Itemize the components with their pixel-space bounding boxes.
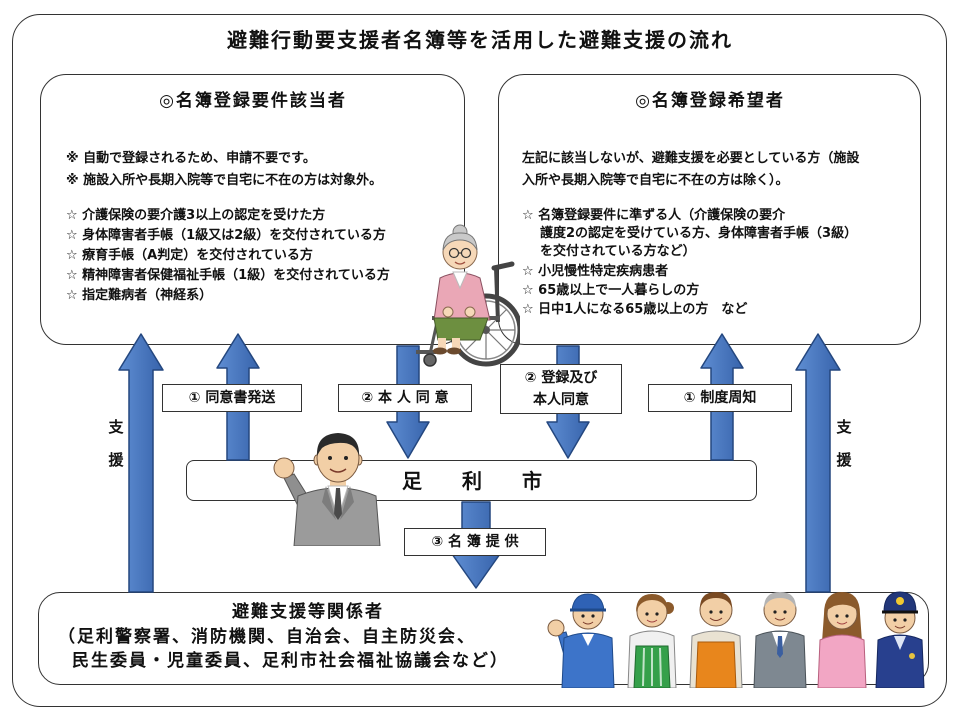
- left-note: ※ 自動で登録されるため、申請不要です。: [66, 151, 316, 166]
- worker-blue-uniform: [547, 593, 615, 688]
- system-notice-label: ① 制度周知: [648, 384, 792, 412]
- staff-green-apron: [627, 594, 677, 688]
- left-note: ※ 施設入所や長期入院等で自宅に不在の方は対象外。: [66, 173, 383, 188]
- support-label-left-char: 援: [108, 451, 124, 469]
- elderly-woman: [433, 224, 491, 355]
- left-criteria-item: ☆ 身体障害者手帳（1級又は2級）を交付されている方: [66, 228, 386, 243]
- consent-form-sent-label: ① 同意書発送: [162, 384, 302, 412]
- supporters-title: 避難支援等関係者: [232, 602, 384, 622]
- tie: [334, 488, 342, 520]
- voluntary-registrants-title: ◎名簿登録希望者: [635, 91, 785, 111]
- fist: [273, 457, 295, 479]
- right-criteria-item: ☆ 日中1人になる65歳以上の方 など: [522, 302, 748, 317]
- voluntary-registrants-box: [498, 74, 921, 345]
- left-criteria-item: ☆ 療育手帳（A判定）を交付されている方: [66, 248, 313, 263]
- diagram-title: 避難行動要支援者名簿等を活用した避難支援の流れ: [227, 28, 733, 52]
- supporters-list-line: （足利警察署、消防機関、自治会、自主防災会、: [58, 627, 476, 647]
- support-label-right-char: 援: [836, 451, 852, 469]
- right-criteria-item-continued: を交付されている方など）: [540, 244, 696, 259]
- left-criteria-item: ☆ 指定難病者（神経系）: [66, 288, 213, 303]
- businessman-raised-fist-icon: [273, 433, 381, 546]
- registration-consent-label: ② 登録及び 本人同意: [500, 364, 622, 414]
- official-gray-suit: [753, 592, 807, 688]
- self-consent-label: ② 本 人 同 意: [338, 384, 472, 412]
- right-intro-line: 左記に該当しないが、避難支援を必要としている方（施設: [522, 151, 860, 166]
- list-provision-label: ③ 名 簿 提 供: [404, 528, 546, 556]
- left-criteria-item: ☆ 介護保険の要介護3以上の認定を受けた方: [66, 208, 326, 223]
- support-staff-group-icon: [547, 591, 925, 688]
- right-criteria-item: ☆ 65歳以上で一人暮らしの方: [522, 283, 700, 298]
- staff-orange-apron: [689, 592, 743, 688]
- outer-frame: [12, 14, 947, 707]
- registration-label-line: ② 登録及び: [524, 370, 598, 386]
- cap-emblem-icon: [896, 597, 904, 605]
- support-label-left-char: 支: [108, 418, 124, 436]
- supporters-list-line: 民生委員・児童委員、足利市社会福祉協議会など）: [72, 651, 509, 671]
- required-registrants-title: ◎名簿登録要件該当者: [159, 91, 347, 111]
- support-label-right-char: 支: [836, 418, 852, 436]
- right-criteria-item-continued: 護度2の認定を受けている方、身体障害者手帳（3級）: [540, 226, 858, 241]
- volunteer-pink: [817, 592, 867, 688]
- registration-label-line: 本人同意: [533, 392, 589, 408]
- left-criteria-item: ☆ 精神障害者保健福祉手帳（1級）を交付されている方: [66, 268, 390, 283]
- right-intro-line: 入所や長期入院等で自宅に不在の方は除く）。: [522, 173, 789, 188]
- right-criteria-item: ☆ 小児慢性特定疾病患者: [522, 264, 669, 279]
- right-criteria-item: ☆ 名簿登録要件に準ずる人（介護保険の要介: [522, 208, 786, 223]
- badge-icon: [909, 653, 915, 659]
- police-officer: [875, 591, 925, 688]
- elderly-woman-wheelchair-icon: [416, 224, 520, 367]
- city-name: 足 利 市: [402, 469, 552, 493]
- hair: [316, 433, 360, 456]
